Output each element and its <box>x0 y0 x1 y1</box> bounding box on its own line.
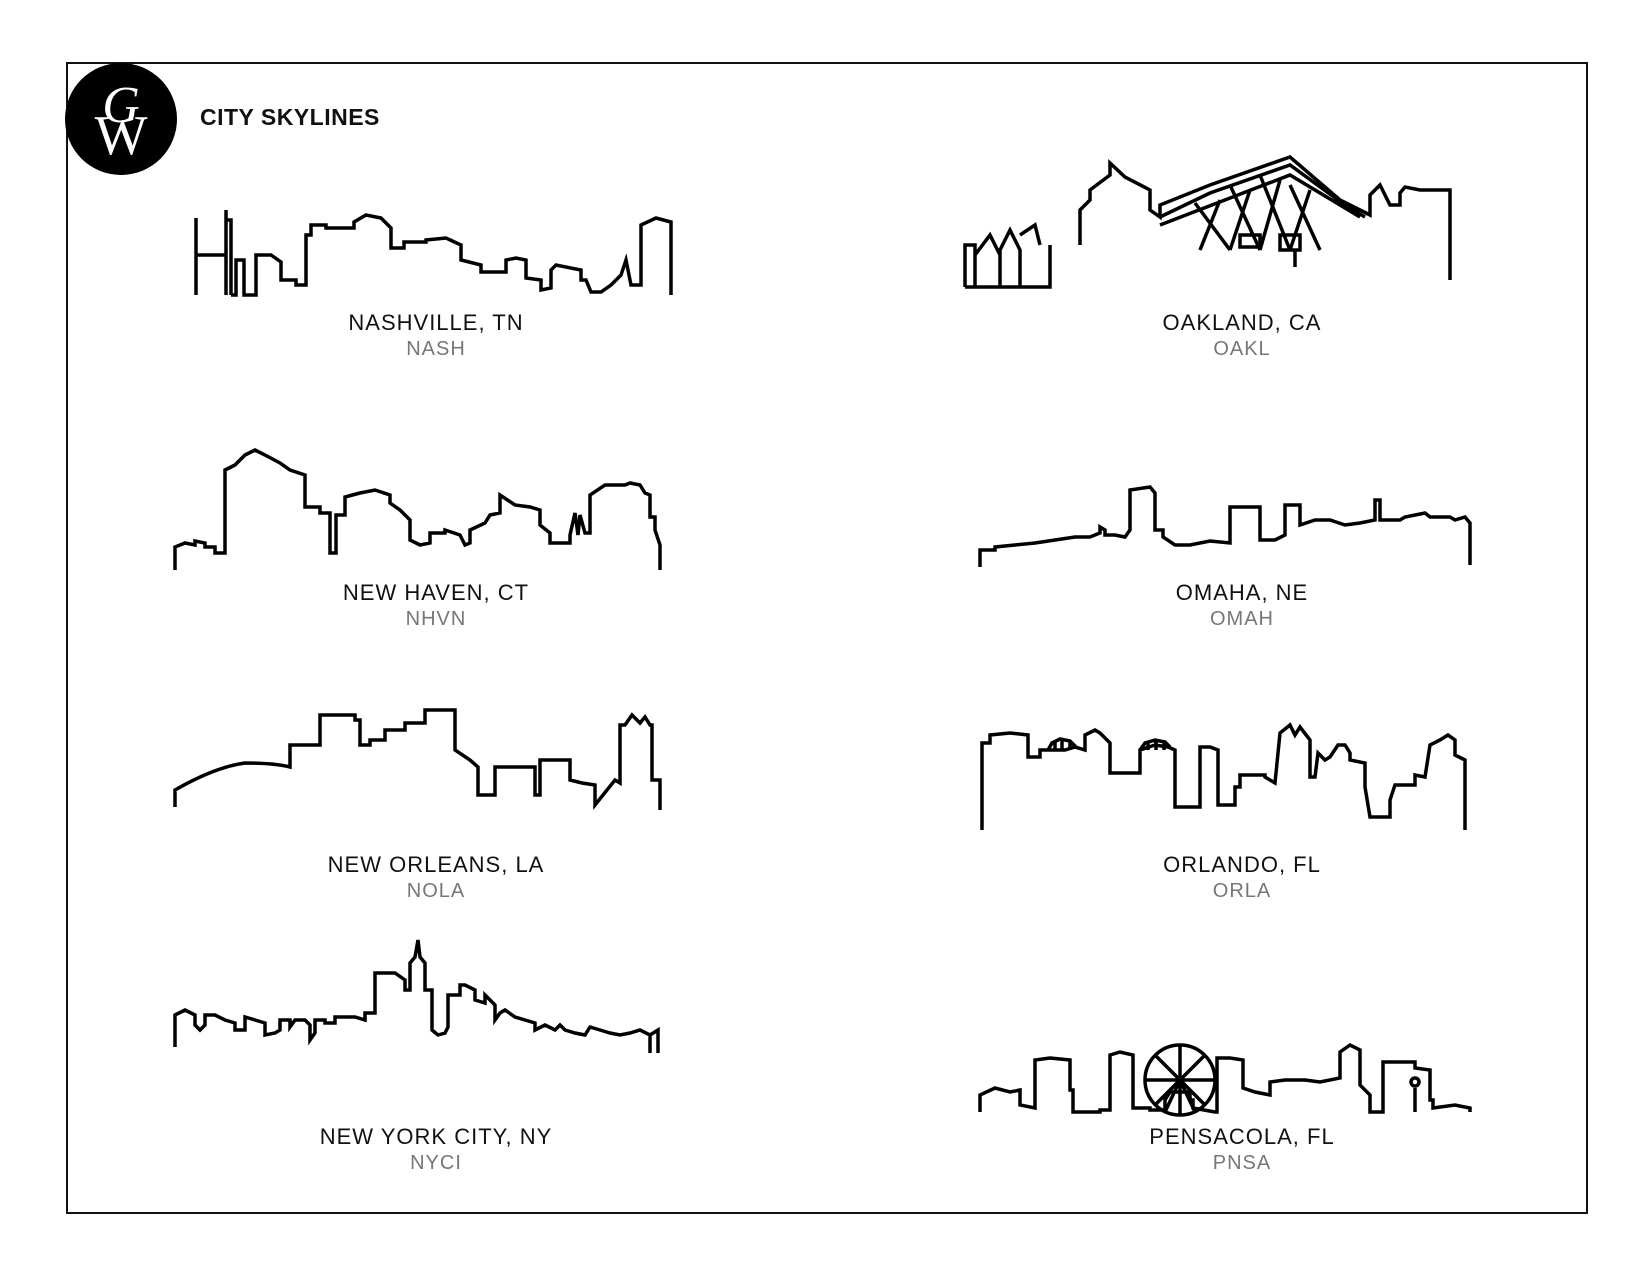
pensacola-skyline <box>978 1042 1472 1117</box>
nashville-skyline <box>194 210 673 297</box>
skyline-label-new-york-city: NEW YORK CITY, NY NYCI <box>236 1124 636 1176</box>
skyline-label-new-orleans: NEW ORLEANS, LA NOLA <box>236 852 636 904</box>
city-code: PNSA <box>1212 1152 1272 1174</box>
city-code: NHVN <box>405 608 467 630</box>
new-orleans-skyline <box>173 708 662 810</box>
city-code: NOLA <box>406 880 466 902</box>
page-title: CITY SKYLINES <box>200 104 380 130</box>
skyline-label-new-haven: NEW HAVEN, CT NHVN <box>236 580 636 632</box>
city-name: OAKLAND, CA <box>1162 310 1322 335</box>
city-name: OMAHA, NE <box>1175 580 1309 605</box>
city-name: PENSACOLA, FL <box>1149 1124 1335 1149</box>
svg-text:G: G <box>102 77 140 134</box>
gw-logo: G W <box>65 63 177 175</box>
skyline-label-pensacola: PENSACOLA, FL PNSA <box>1042 1124 1442 1176</box>
city-name: ORLANDO, FL <box>1163 852 1321 877</box>
skyline-label-nashville: NASHVILLE, TN NASH <box>236 310 636 362</box>
oakland-skyline <box>963 155 1452 289</box>
city-name: NEW YORK CITY, NY <box>319 1124 553 1149</box>
omaha-skyline <box>978 485 1472 567</box>
city-name: NEW HAVEN, CT <box>342 580 530 605</box>
city-code: OMAH <box>1210 608 1274 630</box>
svg-text:W: W <box>95 105 148 167</box>
city-code: NYCI <box>410 1152 462 1174</box>
city-code: ORLA <box>1212 880 1272 902</box>
city-name: NASHVILLE, TN <box>348 310 524 335</box>
city-code: OAKL <box>1213 338 1271 360</box>
skyline-label-omaha: OMAHA, NE OMAH <box>1042 580 1442 632</box>
page-border <box>66 62 1588 1214</box>
new-york-city-skyline <box>173 939 660 1053</box>
orlando-skyline <box>980 722 1467 830</box>
city-name: NEW ORLEANS, LA <box>327 852 545 877</box>
skyline-label-orlando: ORLANDO, FL ORLA <box>1042 852 1442 904</box>
skyline-label-oakland: OAKLAND, CA OAKL <box>1042 310 1442 362</box>
city-code: NASH <box>406 338 466 360</box>
new-haven-skyline <box>173 448 662 570</box>
